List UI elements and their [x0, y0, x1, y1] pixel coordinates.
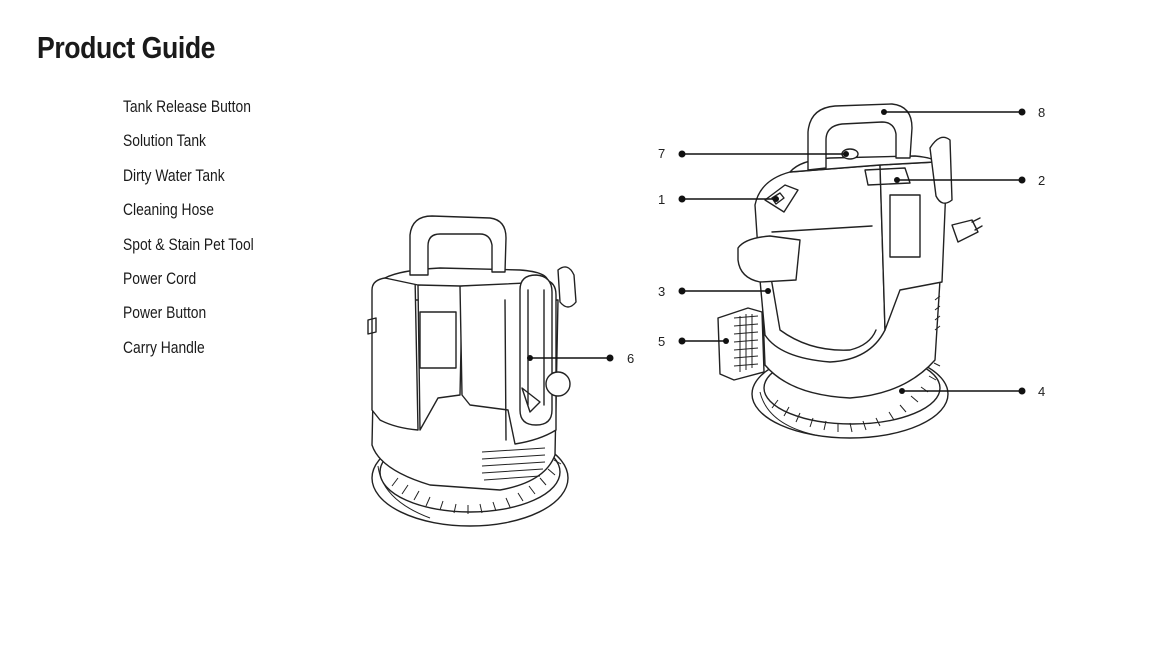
callout-number-2: 2	[1038, 173, 1045, 188]
rear-view-machine	[368, 216, 576, 526]
callout-number-5: 5	[658, 334, 665, 349]
callout-number-1: 1	[658, 192, 665, 207]
callout-number-8: 8	[1038, 105, 1045, 120]
power-cord-wrap	[520, 267, 576, 425]
callout-number-6: 6	[627, 351, 634, 366]
callout-3: 3	[658, 284, 771, 299]
spot-stain-pet-tool	[718, 308, 764, 380]
callout-number-7: 7	[658, 146, 665, 161]
callout-number-4: 4	[1038, 384, 1045, 399]
callout-number-3: 3	[658, 284, 665, 299]
callout-4: 4	[899, 384, 1045, 399]
